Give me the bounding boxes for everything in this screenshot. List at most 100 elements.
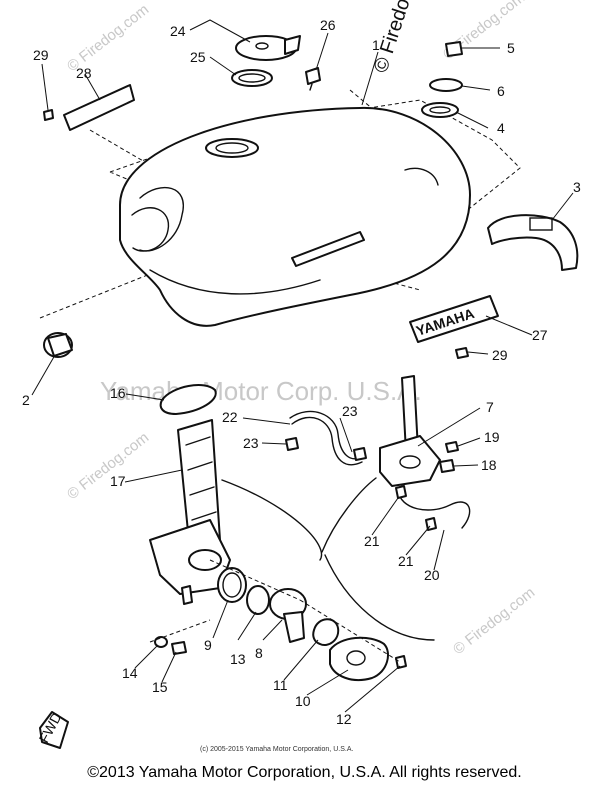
dashed-guide-line	[149, 619, 211, 643]
callout-13: 13	[230, 651, 246, 667]
rear-cover	[487, 214, 579, 271]
callout-10: 10	[295, 693, 311, 709]
callout-20: 20	[424, 567, 440, 583]
callout-25: 25	[190, 49, 206, 65]
callout-22: 22	[222, 409, 238, 425]
leader-line	[41, 63, 49, 111]
yamaha-emblem	[409, 295, 499, 343]
callout-17: 17	[110, 473, 126, 489]
plate-screw-12	[395, 655, 407, 669]
leader-line	[189, 19, 251, 43]
screw-19	[445, 441, 459, 453]
callout-26: 26	[320, 17, 336, 33]
callout-18: 18	[481, 457, 497, 473]
emblem-screw	[455, 347, 469, 359]
leader-line	[237, 611, 257, 641]
leader-line	[209, 56, 237, 76]
lever-plate-hole	[346, 650, 366, 666]
leader-line	[344, 665, 401, 713]
filler-cap-hinge	[284, 35, 301, 55]
rear-cover-badge	[529, 217, 553, 231]
tank-knee-recess	[131, 207, 170, 252]
breather-bolt-shaft	[309, 83, 313, 91]
breather-bolt	[305, 67, 321, 85]
assembly-bracket	[324, 554, 435, 641]
cock-gasket	[159, 384, 217, 415]
callout-11: 11	[273, 677, 288, 693]
dashed-guide-line	[89, 129, 151, 166]
fuel-pipe	[291, 416, 363, 466]
vacuum-pipe-clip	[425, 517, 437, 531]
callout-2: 2	[22, 392, 30, 408]
screw-15	[171, 641, 187, 655]
callout-9: 9	[204, 637, 212, 653]
cap-bolt	[445, 41, 463, 57]
footer-copyright: ©2013 Yamaha Motor Corporation, U.S.A. A…	[87, 764, 522, 781]
fuel-cock-right-port	[399, 455, 421, 469]
leader-line	[371, 497, 399, 536]
dashed-guide-line	[39, 269, 161, 319]
leader-line	[306, 669, 349, 696]
leader-line	[161, 651, 177, 683]
dashed-guide-line	[209, 559, 301, 601]
leader-line	[361, 51, 379, 106]
leader-line	[283, 639, 319, 681]
callout-21-right: 21	[398, 553, 414, 569]
strainer-mesh	[191, 511, 217, 521]
filler-cap-gasket-inner	[238, 73, 266, 83]
callout-24: 24	[170, 23, 186, 39]
lever-plate	[329, 636, 389, 682]
callout-15: 15	[152, 679, 168, 695]
cap-damper	[421, 102, 459, 118]
pipe-clip	[285, 437, 299, 451]
knob-cap-body	[47, 333, 73, 357]
leader-line	[433, 529, 445, 571]
callout-7: 7	[486, 399, 494, 415]
strainer-mesh	[187, 461, 213, 471]
leader-line	[262, 619, 283, 641]
callout-27: 27	[532, 327, 548, 343]
tank-rubber-strip	[291, 231, 365, 267]
gasket-ring	[246, 585, 270, 615]
fuel-pipe-outer	[289, 410, 365, 460]
callout-23-lower: 23	[243, 435, 259, 451]
strainer-mesh	[189, 486, 215, 496]
callout-12: 12	[336, 711, 352, 727]
leader-line	[467, 351, 489, 355]
tank-filler-neck	[205, 138, 259, 158]
tank-plate	[63, 84, 135, 131]
filler-cap-gasket	[231, 69, 273, 87]
fuel-cock-nipple	[181, 585, 193, 605]
fwd-arrow-icon	[39, 711, 69, 749]
callout-3: 3	[573, 179, 581, 195]
fuel-cock-port	[188, 549, 222, 571]
callout-6: 6	[497, 83, 505, 99]
leader-line	[417, 407, 481, 447]
vacuum-pipe	[397, 489, 471, 529]
callout-21-left: 21	[364, 533, 380, 549]
leader-line	[134, 644, 159, 669]
leader-line	[453, 464, 479, 467]
cap-washer	[429, 78, 463, 92]
callout-29-right: 29	[492, 347, 508, 363]
leader-line	[242, 417, 291, 425]
vacuum-pipe-clip	[395, 485, 407, 499]
bolt-18	[439, 459, 455, 473]
tank-rear-mount	[404, 167, 439, 186]
dashed-guide-line	[299, 599, 401, 663]
callout-4: 4	[497, 120, 505, 136]
strainer-mesh	[185, 436, 211, 446]
leader-line	[315, 32, 329, 71]
cock-lever-handle	[283, 611, 305, 643]
leader-line	[551, 192, 574, 221]
fuel-tank	[119, 106, 471, 327]
fuel-cock-right-body	[379, 435, 441, 487]
leader-line	[124, 469, 183, 483]
callout-8: 8	[255, 645, 263, 661]
cap-damper-inner	[429, 106, 451, 114]
plate-screw	[43, 109, 54, 121]
filler-cap-center	[255, 42, 269, 50]
leader-line	[261, 442, 287, 445]
callout-1: 1	[372, 37, 380, 53]
